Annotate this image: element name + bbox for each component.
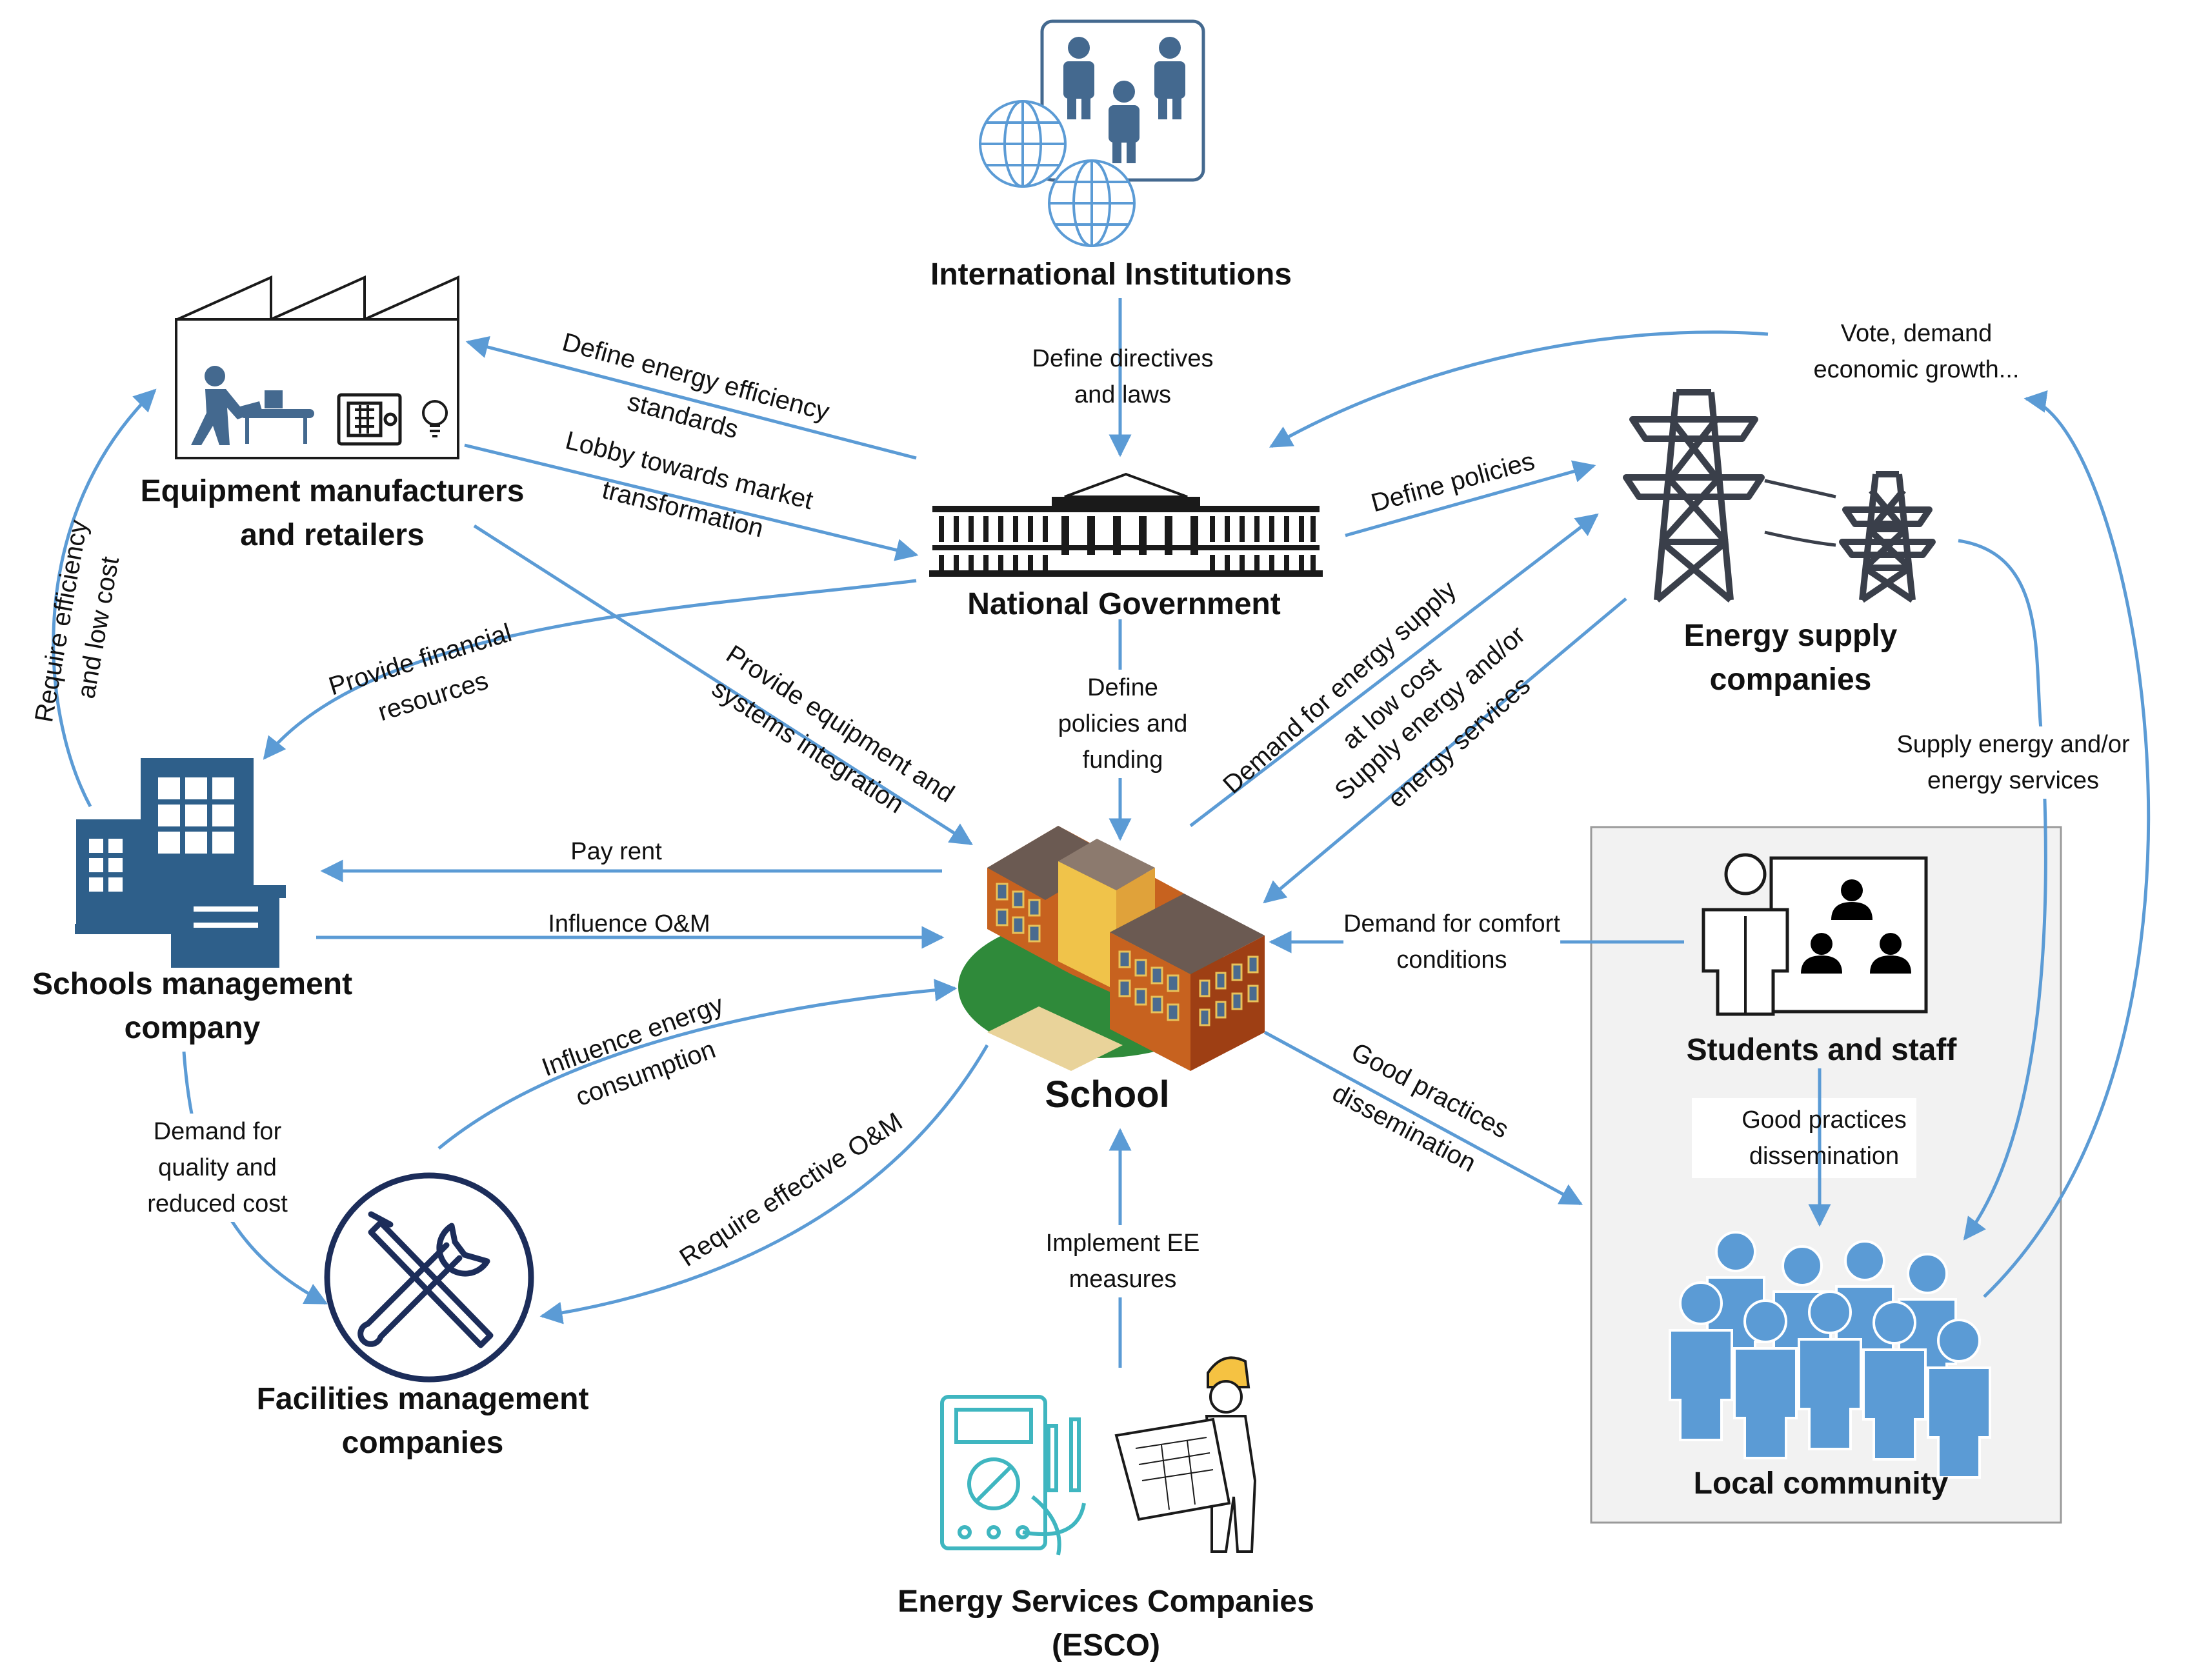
node-equipment-manufacturers-line1: Equipment manufacturers	[140, 474, 525, 508]
arrow-community-to-government	[1269, 330, 1769, 448]
arrow-facilities-to-school	[437, 979, 958, 1150]
label-demand-comfort-line1: Demand for comfort	[1343, 910, 1560, 937]
node-energy-supply-line2: companies	[1709, 663, 1872, 697]
node-schools-mgmt-line1: Schools management	[32, 967, 353, 1001]
label-influence-om: Influence O&M	[548, 910, 710, 937]
arrow-school-to-energy-supply	[1189, 513, 1599, 827]
office-building-icon	[75, 758, 286, 968]
label-demand-comfort: Demand for comfort conditions	[1343, 906, 1560, 978]
arrow-energy-supply-to-community	[1958, 539, 2047, 1241]
arrow-energy-supply-to-school	[1263, 597, 1627, 904]
label-define-policies-funding: Define policies and funding	[1058, 670, 1188, 778]
power-line-lower	[1764, 530, 1836, 547]
students-good-practices-label-bg	[1692, 1098, 1916, 1178]
label-vote-demand-line1: Vote, demand	[1840, 320, 1993, 347]
node-esco-line2: (ESCO)	[1051, 1628, 1160, 1663]
arrow-manufacturers-to-school	[473, 524, 973, 846]
government-building-icon	[929, 472, 1323, 577]
label-define-policies: Define policies	[1368, 447, 1538, 518]
node-international-institutions: International Institutions	[930, 257, 1292, 292]
arrow-school-to-facilities	[539, 1044, 989, 1325]
teacher-students-icon	[1702, 853, 1928, 1016]
power-line-upper	[1764, 479, 1836, 499]
arrow-community-to-government-curve	[1983, 390, 2151, 1298]
label-good-practices-students: Good practices dissemination	[1742, 1102, 1907, 1174]
international-institutions-icon	[979, 19, 1205, 247]
node-facilities-management-companies: Facilities management companies	[257, 1377, 589, 1465]
node-students-and-staff: Students and staff	[1686, 1033, 1957, 1067]
label-define-policies-funding-line1: Define	[1087, 674, 1158, 701]
arrow-government-to-schools-mgmt	[263, 579, 917, 760]
tools-icon	[324, 1172, 534, 1383]
node-school: School	[1045, 1074, 1170, 1115]
label-supply-energy-community: Supply energy and/or energy services	[1896, 726, 2130, 799]
label-demand-comfort-line2: conditions	[1396, 946, 1507, 974]
label-pay-rent: Pay rent	[570, 838, 662, 865]
arrow-government-to-manufacturers	[465, 335, 917, 460]
school-building-icon	[958, 826, 1265, 1071]
node-schools-mgmt-line2: company	[124, 1011, 261, 1045]
label-implement-ee-line1: Implement EE	[1045, 1230, 1200, 1257]
label-good-practices-students-line2: dissemination	[1749, 1143, 1900, 1170]
arrow-government-to-energy-supply	[1345, 460, 1596, 537]
label-define-policies-funding-line2: policies and	[1058, 710, 1188, 737]
label-supply-energy-community-line2: energy services	[1927, 767, 2100, 794]
node-equipment-manufacturers: Equipment manufacturers and retailers	[141, 470, 525, 557]
label-implement-ee-line2: measures	[1069, 1266, 1177, 1293]
label-define-policies-funding-line3: funding	[1082, 746, 1163, 774]
label-vote-demand-line2: economic growth...	[1813, 356, 2020, 383]
node-esco-line1: Energy Services Companies	[898, 1585, 1314, 1619]
label-good-practices-students-line1: Good practices	[1742, 1106, 1907, 1134]
factory-icon	[175, 275, 459, 459]
arrow-schools-mgmt-to-manufacturers	[52, 388, 157, 808]
label-supply-energy-community-line1: Supply energy and/or	[1896, 731, 2130, 758]
node-schools-management-company: Schools management company	[32, 963, 352, 1050]
label-require-om: Require effective O&M	[675, 1107, 908, 1272]
label-vote-demand: Vote, demand economic growth...	[1813, 315, 2020, 388]
label-define-directives-line1: Define directives	[1032, 345, 1214, 372]
arrow-school-to-community	[1263, 1030, 1583, 1206]
node-local-community: Local community	[1693, 1466, 1949, 1501]
node-national-government: National Government	[967, 587, 1281, 621]
label-demand-quality-line1: Demand for	[153, 1118, 282, 1145]
node-equipment-manufacturers-line2: and retailers	[240, 518, 425, 552]
node-energy-supply-companies: Energy supply companies	[1684, 614, 1898, 702]
multimeter-icon	[940, 1395, 1086, 1555]
crowd-icon	[1669, 1231, 1991, 1479]
node-facilities-line1: Facilities management	[256, 1382, 589, 1416]
label-demand-quality-line3: reduced cost	[147, 1190, 288, 1217]
arrow-manufacturers-to-government	[464, 443, 919, 561]
transmission-tower-icon	[1623, 389, 1936, 603]
label-define-directives-line2: and laws	[1074, 381, 1171, 408]
node-esco: Energy Services Companies (ESCO)	[898, 1580, 1314, 1668]
node-energy-supply-line1: Energy supply	[1683, 619, 1898, 653]
node-facilities-line2: companies	[341, 1426, 504, 1460]
label-demand-quality: Demand for quality and reduced cost	[147, 1114, 288, 1222]
label-demand-quality-line2: quality and	[158, 1154, 277, 1181]
label-define-directives: Define directives and laws	[1032, 341, 1214, 413]
label-implement-ee: Implement EE measures	[1045, 1225, 1200, 1297]
engineer-icon	[1114, 1356, 1257, 1553]
